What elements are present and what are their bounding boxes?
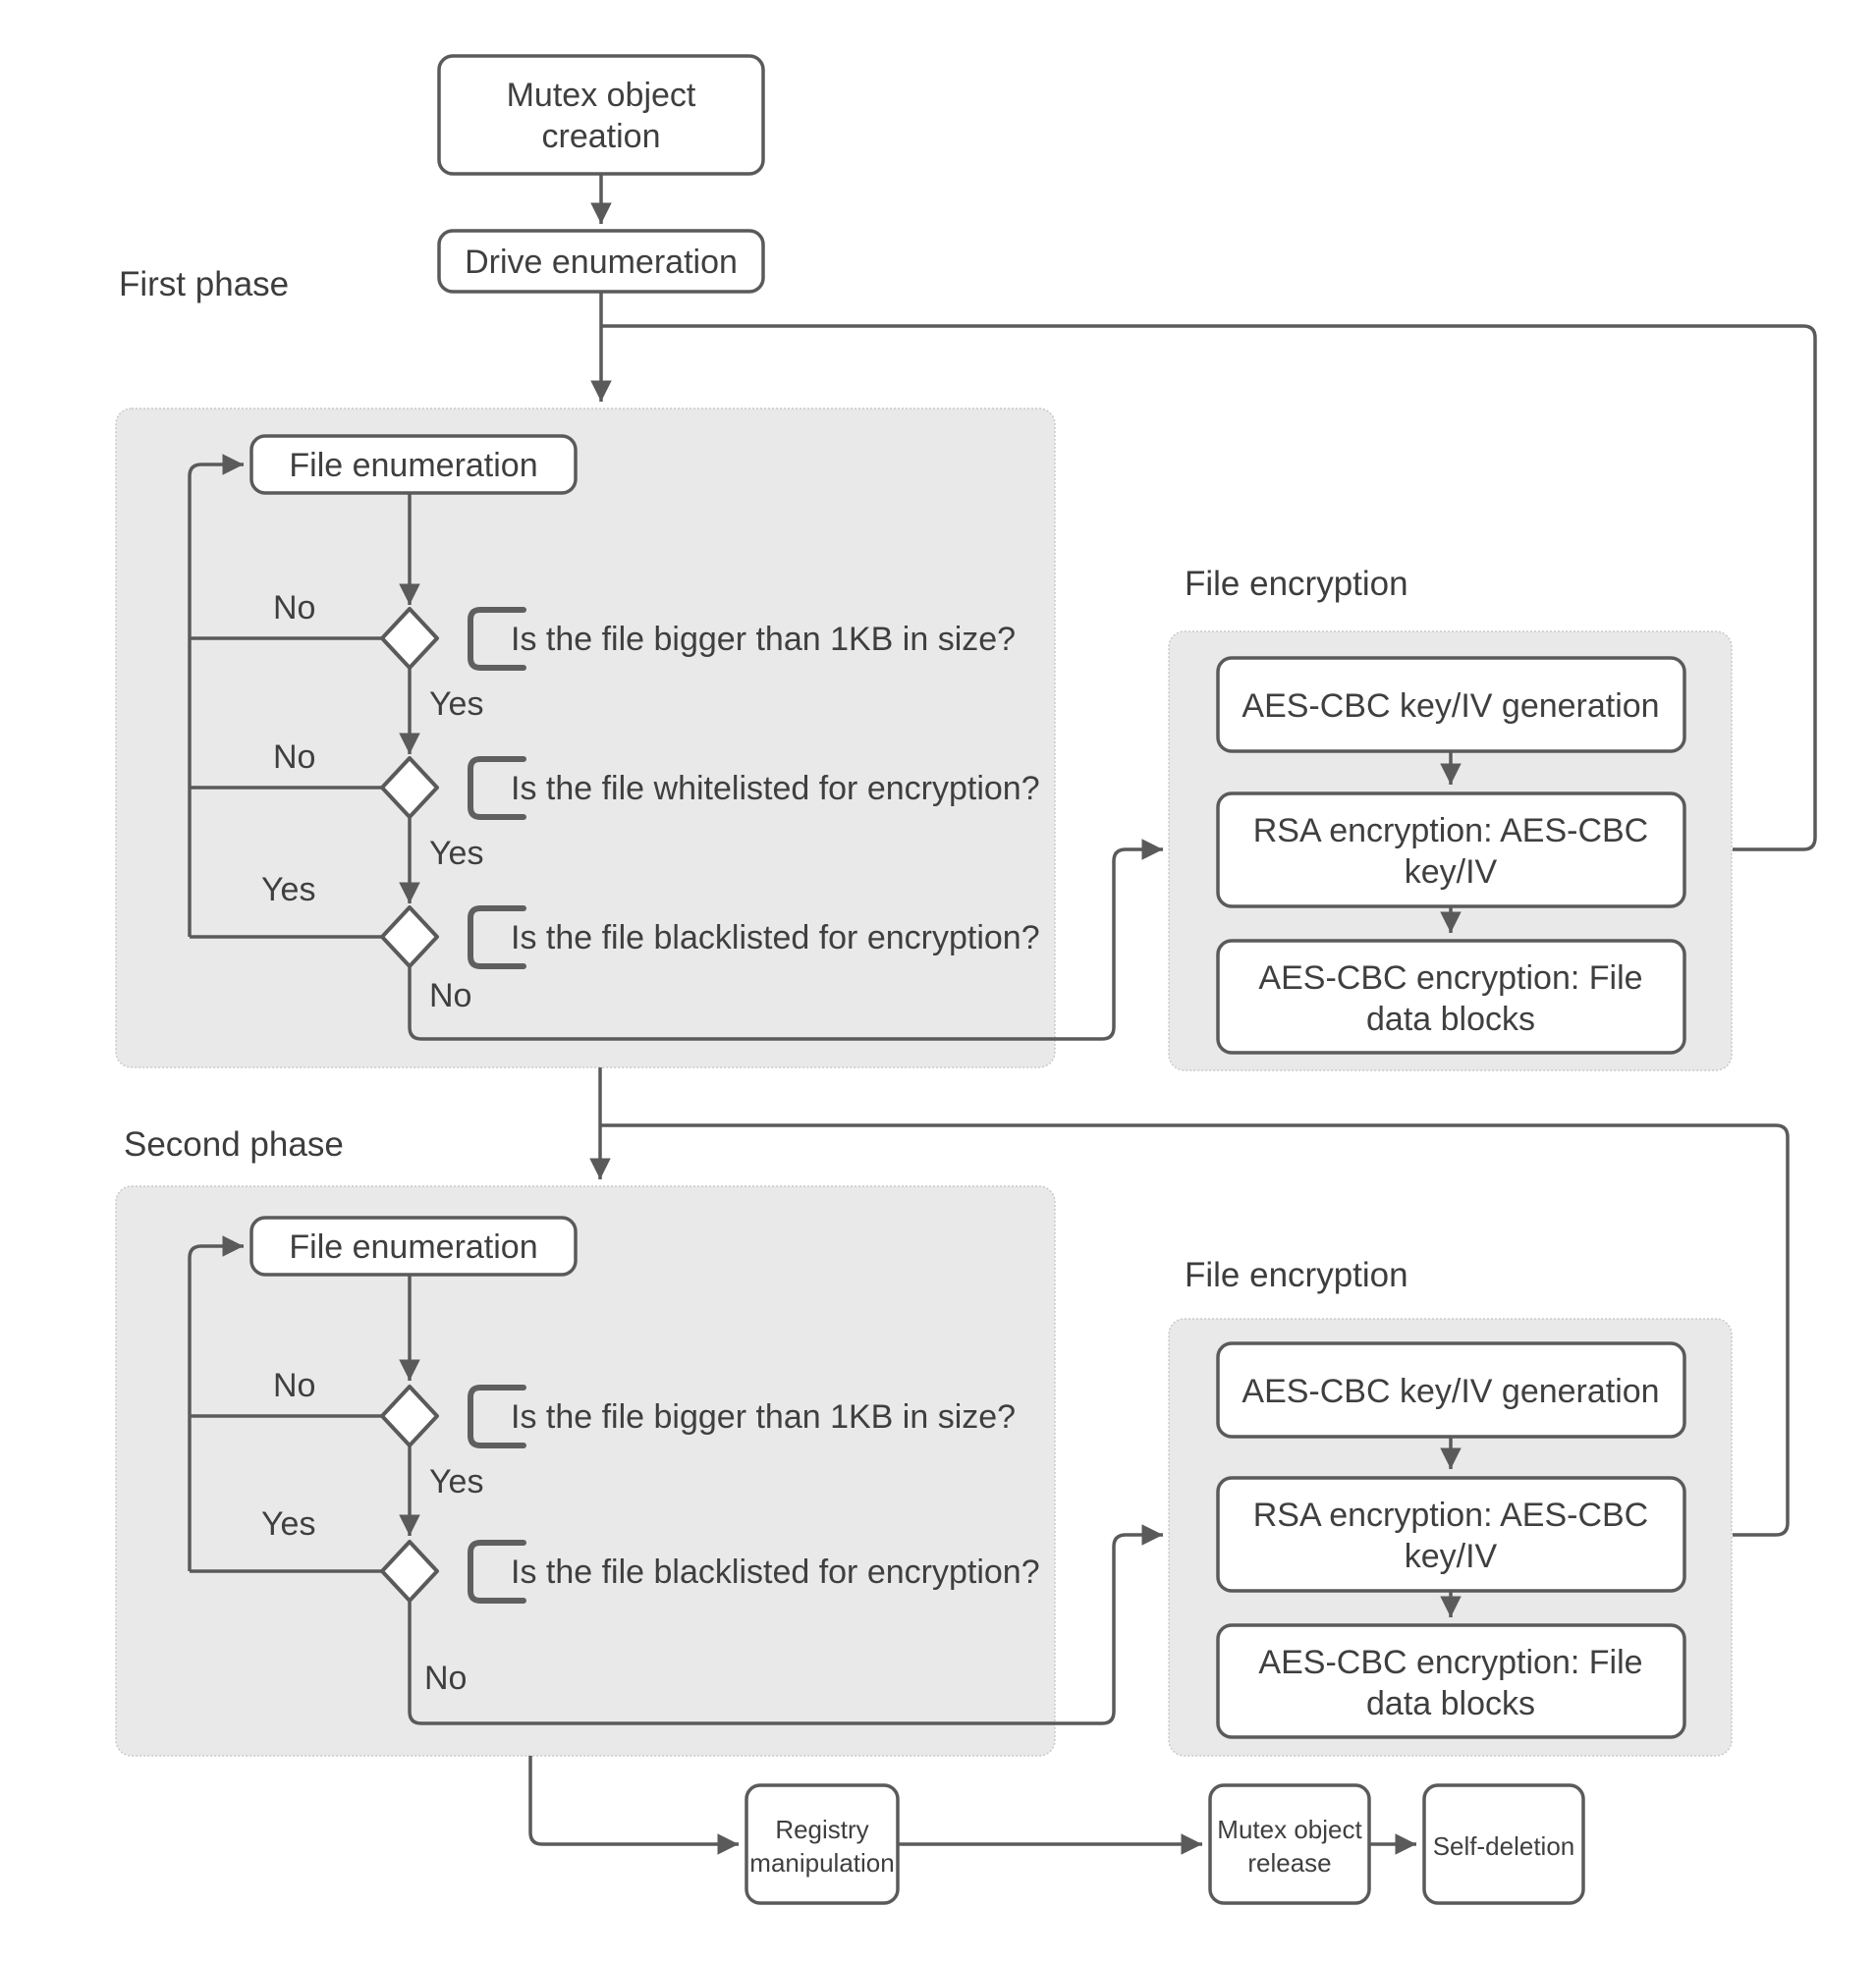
rsa-encryption-2-box bbox=[1216, 1476, 1686, 1593]
file-enumeration-2-box bbox=[249, 1216, 578, 1277]
edge-loop1-to-fileenum1 bbox=[188, 454, 244, 937]
question-p2-size: Is the file bigger than 1KB in size? bbox=[468, 1385, 1016, 1448]
node-registry-manipulation: Registry manipulation bbox=[745, 1783, 900, 1905]
question-p2-blacklist: Is the file blacklisted for encryption? bbox=[468, 1540, 1040, 1604]
node-mutex-release: Mutex object release bbox=[1208, 1783, 1371, 1905]
bracket-icon bbox=[468, 607, 526, 671]
aes-encryption-1-label-line1: AES-CBC encryption: File bbox=[1258, 959, 1642, 997]
question-p1-blacklist: Is the file blacklisted for encryption? bbox=[468, 905, 1040, 969]
first-phase-panel bbox=[115, 408, 1056, 1068]
node-drive-enumeration: Drive enumeration bbox=[437, 229, 765, 294]
mutex-creation-box bbox=[437, 54, 765, 176]
decision-diamond-p2-size bbox=[380, 1385, 439, 1447]
aes-keygen-2-box bbox=[1216, 1341, 1686, 1439]
edge-p2d2-no-to-rsa2 bbox=[408, 1524, 1163, 1725]
aes-encryption-1-label-line2: data blocks bbox=[1366, 1001, 1535, 1038]
label-p1-d2-no: No bbox=[273, 738, 315, 776]
mutex-release-label-line2: release bbox=[1247, 1848, 1331, 1878]
rsa-encryption-1-label-line2: key/IV bbox=[1405, 853, 1498, 891]
rsa-encryption-2-label-line2: key/IV bbox=[1405, 1538, 1498, 1575]
aes-encryption-2-label-line2: data blocks bbox=[1366, 1685, 1535, 1722]
bracket-icon bbox=[468, 1540, 526, 1604]
mutex-release-box bbox=[1208, 1783, 1371, 1905]
drive-enumeration-box bbox=[437, 229, 765, 294]
bracket-icon bbox=[468, 905, 526, 969]
node-mutex-creation: Mutex object creation bbox=[437, 54, 765, 176]
node-self-deletion: Self-deletion bbox=[1422, 1783, 1585, 1905]
aes-keygen-2-label: AES-CBC key/IV generation bbox=[1241, 1373, 1659, 1410]
question-p1-whitelist-text: Is the file whitelisted for encryption? bbox=[511, 770, 1040, 807]
aes-encryption-2-label-line1: AES-CBC encryption: File bbox=[1258, 1644, 1642, 1681]
label-p2-d2-no: No bbox=[424, 1660, 467, 1697]
second-phase-label: Second phase bbox=[124, 1125, 344, 1164]
question-p1-size-text: Is the file bigger than 1KB in size? bbox=[511, 621, 1016, 658]
decision-diamond-p1-whitelist bbox=[380, 756, 439, 819]
file-encryption-label-1: File encryption bbox=[1185, 565, 1408, 603]
edge-branch-to-rsa2 bbox=[600, 1123, 1790, 1537]
label-p2-d1-no: No bbox=[273, 1367, 315, 1404]
question-p2-blacklist-text: Is the file blacklisted for encryption? bbox=[511, 1554, 1040, 1591]
mutex-creation-label-line2: creation bbox=[542, 118, 661, 155]
node-rsa-encryption-2: RSA encryption: AES-CBC key/IV bbox=[1216, 1476, 1686, 1593]
aes-keygen-1-box bbox=[1216, 656, 1686, 753]
self-deletion-label: Self-deletion bbox=[1433, 1831, 1575, 1861]
mutex-creation-label-line1: Mutex object bbox=[507, 77, 696, 114]
node-aes-keygen-2: AES-CBC key/IV generation bbox=[1216, 1341, 1686, 1439]
label-p1-d2-yes: Yes bbox=[429, 835, 483, 872]
mutex-release-label-line1: Mutex object bbox=[1217, 1815, 1362, 1844]
file-encryption-label-2: File encryption bbox=[1185, 1256, 1408, 1294]
question-p1-whitelist: Is the file whitelisted for encryption? bbox=[468, 756, 1040, 820]
edge-d3-no-to-rsa1 bbox=[408, 839, 1163, 1041]
file-enumeration-1-box bbox=[249, 434, 578, 495]
decision-diamond-p1-size bbox=[380, 607, 439, 670]
first-phase-label: First phase bbox=[119, 265, 289, 303]
label-p1-d3-yes: Yes bbox=[261, 871, 315, 908]
node-aes-encryption-2: AES-CBC encryption: File data blocks bbox=[1216, 1623, 1686, 1739]
label-p1-d1-yes: Yes bbox=[429, 685, 483, 723]
label-p2-d1-yes: Yes bbox=[429, 1463, 483, 1500]
registry-manipulation-label-line2: manipulation bbox=[749, 1848, 894, 1878]
aes-encryption-2-box bbox=[1216, 1623, 1686, 1739]
edge-loop2-to-fileenum2 bbox=[188, 1235, 244, 1571]
second-phase-panel bbox=[115, 1185, 1056, 1757]
bracket-icon bbox=[468, 756, 526, 820]
label-p1-d1-no: No bbox=[273, 589, 315, 627]
aes-encryption-1-box bbox=[1216, 939, 1686, 1055]
file-enumeration-1-label: File enumeration bbox=[289, 447, 537, 484]
decision-diamond-p2-blacklist bbox=[380, 1540, 439, 1603]
label-p1-d3-no: No bbox=[429, 977, 471, 1014]
aes-keygen-1-label: AES-CBC key/IV generation bbox=[1241, 687, 1659, 725]
self-deletion-box bbox=[1422, 1783, 1585, 1905]
edges bbox=[188, 174, 1817, 1855]
question-p2-size-text: Is the file bigger than 1KB in size? bbox=[511, 1398, 1016, 1436]
decision-diamond-p1-blacklist bbox=[380, 905, 439, 968]
registry-manipulation-box bbox=[745, 1783, 900, 1905]
drive-enumeration-label: Drive enumeration bbox=[465, 244, 738, 281]
rsa-encryption-1-box bbox=[1216, 791, 1686, 908]
node-aes-encryption-1: AES-CBC encryption: File data blocks bbox=[1216, 939, 1686, 1055]
node-aes-keygen-1: AES-CBC key/IV generation bbox=[1216, 656, 1686, 753]
edge-drive-branch-to-rsa1 bbox=[601, 324, 1817, 851]
node-rsa-encryption-1: RSA encryption: AES-CBC key/IV bbox=[1216, 791, 1686, 908]
node-file-enumeration-1: File enumeration bbox=[249, 434, 578, 495]
file-enumeration-2-label: File enumeration bbox=[289, 1228, 537, 1266]
question-p1-blacklist-text: Is the file blacklisted for encryption? bbox=[511, 919, 1040, 956]
question-p1-size: Is the file bigger than 1KB in size? bbox=[468, 607, 1016, 671]
bracket-icon bbox=[468, 1385, 526, 1448]
edge-phase2-to-registry bbox=[528, 1756, 739, 1855]
label-p2-d2-yes: Yes bbox=[261, 1505, 315, 1543]
node-file-enumeration-2: File enumeration bbox=[249, 1216, 578, 1277]
registry-manipulation-label-line1: Registry bbox=[775, 1815, 868, 1844]
rsa-encryption-1-label-line1: RSA encryption: AES-CBC bbox=[1253, 812, 1649, 849]
rsa-encryption-2-label-line1: RSA encryption: AES-CBC bbox=[1253, 1497, 1649, 1534]
